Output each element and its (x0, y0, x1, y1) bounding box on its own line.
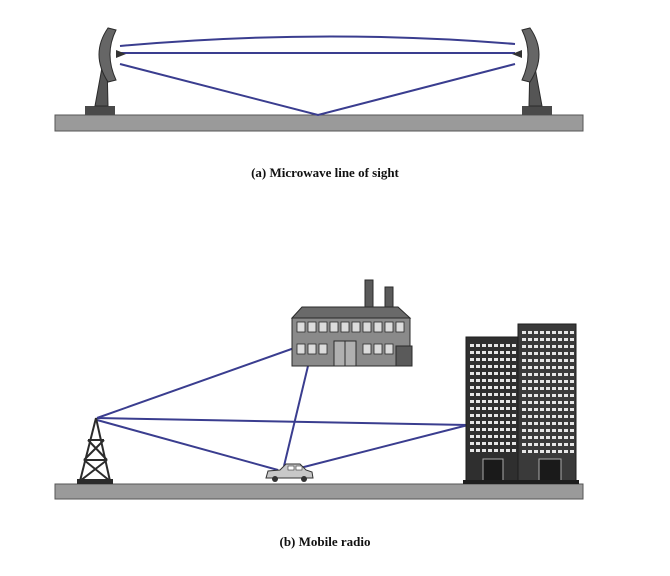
panel-a (54, 27, 584, 132)
factory-icon (290, 279, 413, 367)
ground-a (54, 114, 584, 132)
panel-b (54, 279, 584, 500)
microwave-dish-icon (512, 27, 552, 115)
ray-ground-reflect (119, 63, 516, 117)
car-icon (265, 463, 314, 482)
ground-b (54, 483, 584, 500)
radio-tower-icon (77, 417, 113, 484)
skyscraper-icon (463, 323, 579, 484)
caption-mobile-radio: (b) Mobile radio (279, 534, 371, 549)
microwave-dish-icon (85, 27, 126, 115)
ray-arc (119, 35, 516, 47)
caption-microwave: (a) Microwave line of sight (251, 165, 399, 180)
